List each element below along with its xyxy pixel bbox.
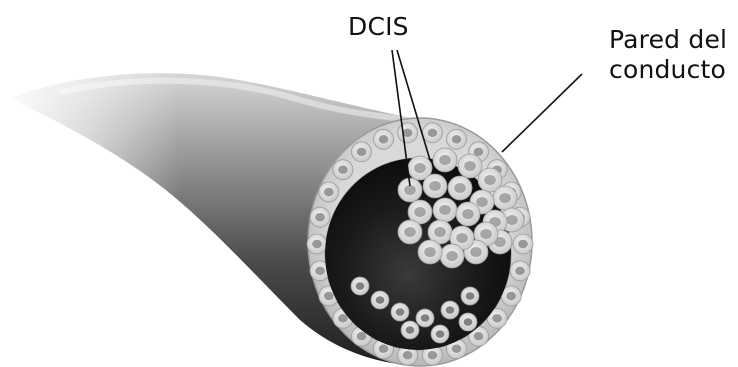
floor-cell	[391, 303, 409, 321]
wall-cell	[398, 123, 418, 143]
dcis-cell	[493, 186, 517, 210]
dcis-cell	[433, 198, 457, 222]
wall-cell	[307, 234, 327, 254]
dcis-cell	[440, 244, 464, 268]
floor-cell	[441, 301, 459, 319]
duct-wall-label-line-2: conducto	[609, 55, 727, 85]
dcis-label: DCIS	[348, 12, 409, 42]
duct-wall-label: Pared del conducto	[609, 25, 727, 85]
wall-cell	[447, 129, 467, 149]
floor-cell	[351, 277, 369, 295]
wall-cell	[510, 261, 530, 281]
dcis-cell	[458, 154, 482, 178]
dcis-cell	[398, 220, 422, 244]
floor-cell	[431, 325, 449, 343]
dcis-cell	[456, 202, 480, 226]
wall-cell	[352, 142, 372, 162]
dcis-cell	[448, 176, 472, 200]
floor-cell	[401, 321, 419, 339]
floor-cell	[461, 287, 479, 305]
wall-cell	[333, 160, 353, 180]
wall-cell	[310, 207, 330, 227]
dcis-cell	[433, 148, 457, 172]
duct-wall-label-line-1: Pared del	[609, 25, 727, 55]
wall-cell	[422, 123, 442, 143]
wall-cell	[513, 234, 533, 254]
dcis-cell	[418, 240, 442, 264]
floor-cell	[371, 291, 389, 309]
wall-leader-line	[502, 74, 582, 152]
wall-cell	[374, 129, 394, 149]
floor-cell	[416, 309, 434, 327]
wall-cell	[319, 182, 339, 202]
dcis-cell	[423, 174, 447, 198]
floor-cell	[459, 313, 477, 331]
